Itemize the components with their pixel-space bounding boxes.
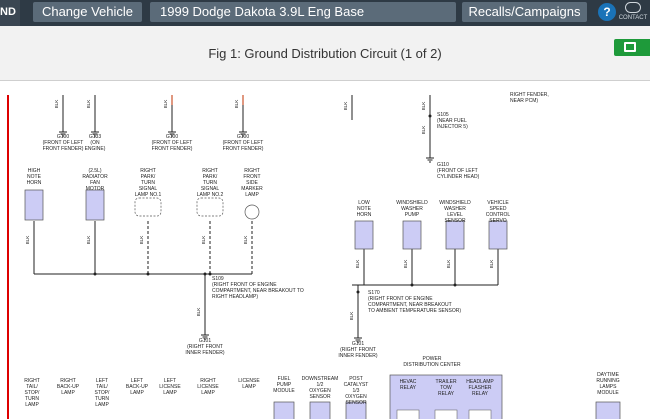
ground-symbol	[59, 131, 67, 137]
component-box	[85, 189, 105, 221]
component-box	[273, 401, 295, 419]
nav-stub: ND	[0, 0, 20, 26]
wire-code-label: BLK	[421, 126, 426, 135]
chat-bubble-icon	[625, 2, 641, 13]
component-box	[595, 401, 621, 419]
wire-code-label: BLK	[403, 260, 408, 269]
top-nav-bar: ND Change Vehicle 1999 Dodge Dakota 3.9L…	[0, 0, 650, 26]
component-box	[309, 401, 331, 419]
wire-code-label: BLK	[86, 236, 91, 245]
component-box	[402, 220, 422, 250]
splice-dot	[453, 283, 457, 287]
print-button[interactable]	[614, 39, 650, 56]
wire-code-label: BLK	[86, 100, 91, 109]
wire-code-label: BLK	[25, 236, 30, 245]
wire-code-label: BLK	[421, 102, 426, 111]
component-box	[445, 220, 465, 250]
wire-code-label: BLK	[196, 308, 201, 317]
ground-symbol	[239, 131, 247, 137]
ground-symbol	[426, 157, 434, 163]
wire-code-label: BLK	[489, 260, 494, 269]
relay-box	[434, 409, 458, 419]
splice-dot	[203, 272, 207, 276]
splice-dot	[428, 114, 432, 118]
wire-code-label: BLK	[349, 312, 354, 321]
component-lamp	[244, 204, 260, 220]
figure-header	[0, 26, 650, 81]
splice-dot	[93, 272, 97, 276]
splice-dot	[356, 290, 360, 294]
relay-box	[396, 409, 420, 419]
ground-symbol	[91, 131, 99, 137]
wire-code-label: BLK	[243, 236, 248, 245]
recalls-campaigns-button[interactable]: Recalls/Campaigns	[462, 2, 587, 22]
component-box	[488, 220, 508, 250]
relay-box	[468, 409, 492, 419]
wire-code-label: BLK	[201, 236, 206, 245]
wire-code-label: BLK	[343, 102, 348, 111]
component-box	[24, 189, 44, 221]
wire-code-label: BLK	[54, 100, 59, 109]
splice-dot	[208, 272, 212, 276]
contact-button[interactable]: CONTACT	[618, 2, 648, 26]
vehicle-label: 1999 Dodge Dakota 3.9L Eng Base	[150, 2, 456, 22]
ground-symbol	[201, 334, 209, 340]
wire-code-label: BLK	[163, 100, 168, 109]
splice-dot	[410, 283, 414, 287]
ground-symbol	[354, 337, 362, 343]
component-box	[345, 401, 367, 419]
help-icon[interactable]: ?	[598, 3, 616, 21]
change-vehicle-button[interactable]: Change Vehicle	[33, 2, 142, 22]
ground-symbol	[168, 131, 176, 137]
component-box	[354, 220, 374, 250]
figure-title: Fig 1: Ground Distribution Circuit (1 of…	[208, 46, 442, 61]
wire-code-label: BLK	[446, 260, 451, 269]
wire-code-label: BLK	[234, 100, 239, 109]
component-bulb	[134, 197, 162, 217]
splice-dot	[146, 272, 150, 276]
component-bulb	[196, 197, 224, 217]
wire-code-label: BLK	[139, 236, 144, 245]
printer-icon	[624, 42, 636, 52]
wire-code-label: BLK	[355, 260, 360, 269]
location-label: RIGHT FENDER,NEAR PCM)	[510, 92, 549, 104]
